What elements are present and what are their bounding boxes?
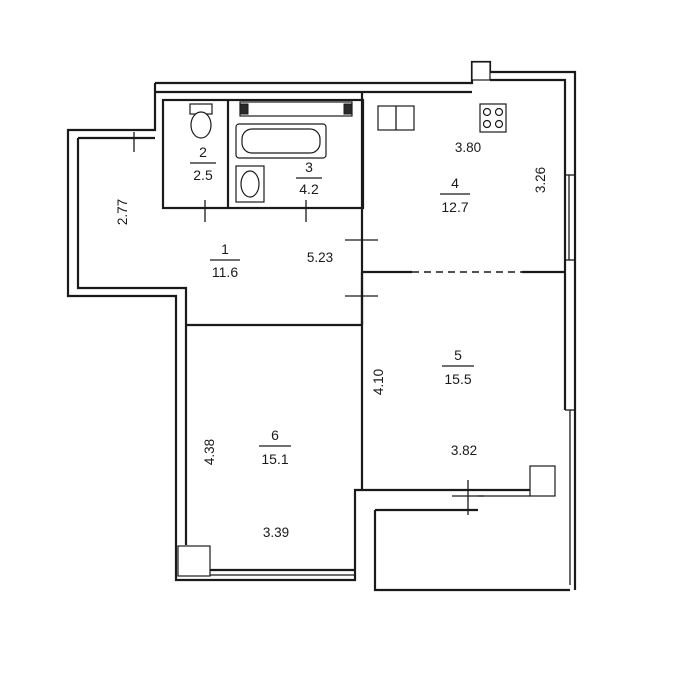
room-label-5: 5 15.5	[442, 347, 474, 387]
room-label-1: 1 11.6	[210, 241, 240, 280]
room-number: 1	[221, 241, 229, 257]
room-label-6: 6 15.1	[259, 427, 291, 467]
bathtub-icon	[235, 123, 327, 159]
room-area: 4.2	[299, 181, 319, 197]
room-number: 3	[305, 159, 313, 175]
dimension-room6-depth: 4.38	[202, 439, 217, 465]
dimension-room5-width: 3.82	[451, 443, 477, 458]
room-label-3: 3 4.2	[296, 159, 322, 197]
room-area: 11.6	[212, 264, 238, 280]
stove-icon	[479, 103, 507, 133]
dimension-room6-width: 3.39	[263, 525, 289, 540]
dimension-kitchen-depth: 3.26	[533, 167, 548, 193]
room-number: 6	[271, 427, 279, 443]
room-number: 4	[451, 175, 459, 191]
door-marks	[133, 132, 484, 515]
room-label-2: 2 2.5	[190, 144, 216, 183]
room-number: 2	[199, 144, 207, 160]
dimension-kitchen-width: 3.80	[455, 140, 481, 155]
room-area: 2.5	[193, 167, 213, 183]
kitchen-sink-icon	[377, 105, 415, 131]
dimension-room5-depth: 4.10	[371, 369, 386, 395]
room-number: 5	[454, 347, 462, 363]
interior-walls	[161, 92, 565, 492]
room-label-4: 4 12.7	[440, 175, 470, 215]
toilet-icon	[189, 103, 213, 139]
sink-icon	[235, 165, 265, 203]
columns	[177, 61, 556, 577]
room-area: 12.7	[441, 199, 468, 215]
radiator-icon	[239, 101, 353, 117]
dimension-hall-left: 2.77	[115, 199, 130, 225]
room-area: 15.1	[261, 451, 288, 467]
dimension-hall-width: 5.23	[307, 250, 333, 265]
windows	[210, 174, 575, 585]
room-area: 15.5	[444, 371, 471, 387]
